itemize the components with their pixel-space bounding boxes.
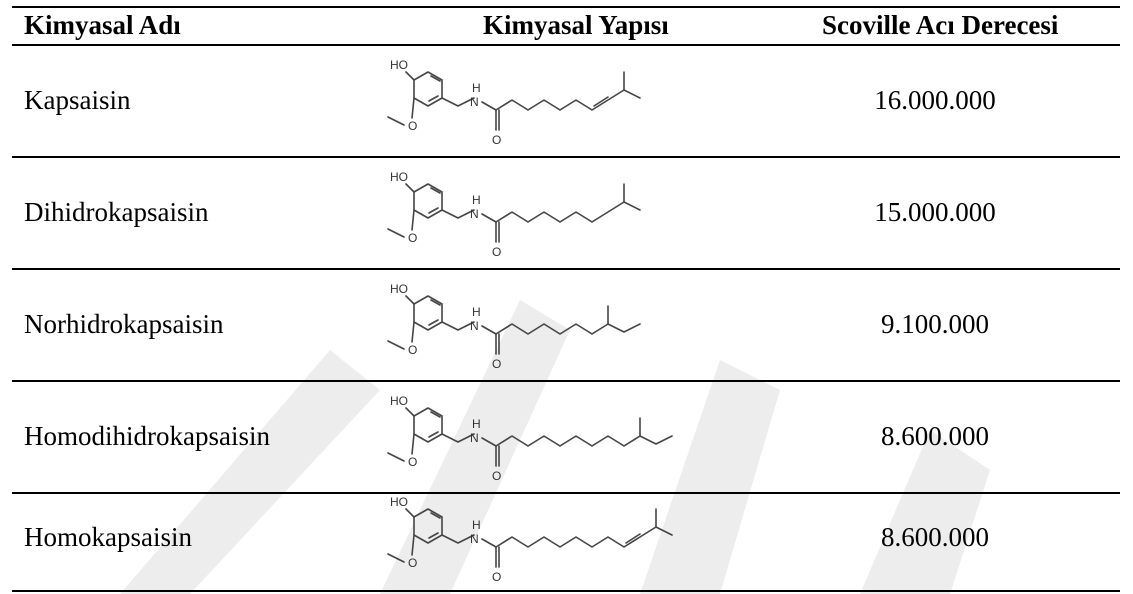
atom-label: O (408, 231, 417, 245)
homodihydrocapsaicin-structure-icon: HO O H N O (378, 386, 758, 486)
atom-label: N (470, 319, 479, 333)
atom-label: O (408, 119, 417, 133)
table-row: Kapsaisin HO O H N O (0, 45, 1133, 156)
atom-label: N (470, 431, 479, 445)
nordihydrocapsaicin-structure-icon: HO O H N O (378, 274, 758, 374)
atom-label: O (408, 455, 417, 469)
atom-label: HO (390, 394, 408, 408)
chemical-name: Norhidrokapsaisin (24, 309, 224, 339)
row-divider (12, 492, 1120, 494)
row-divider (12, 268, 1120, 270)
atom-label: HO (390, 495, 408, 509)
atom-label: O (492, 133, 501, 147)
atom-label: H (472, 518, 481, 532)
scoville-value: 8.600.000 (881, 522, 989, 552)
chemical-name: Homodihidrokapsaisin (24, 421, 270, 451)
dihydrocapsaicin-structure-icon: HO O H N O (378, 162, 758, 262)
atom-label: O (492, 570, 501, 584)
atom-label: O (408, 556, 417, 570)
atom-label: O (408, 343, 417, 357)
chemical-name: Homokapsaisin (24, 522, 192, 552)
atom-label: HO (390, 170, 408, 184)
scoville-value: 15.000.000 (874, 197, 996, 227)
chemical-name: Kapsaisin (24, 85, 131, 115)
capsaicin-structure-icon: HO O H N O (378, 50, 758, 150)
header-scoville-rating: Scoville Acı Derecesi (822, 10, 1059, 40)
header-bottom-rule (12, 44, 1120, 46)
atom-label: H (472, 193, 481, 207)
atom-label: N (470, 207, 479, 221)
header-chemical-name: Kimyasal Adı (24, 10, 181, 40)
row-divider (12, 380, 1120, 382)
header-chemical-structure: Kimyasal Yapısı (483, 10, 669, 40)
table-row: Homodihidrokapsaisin HO O H N O (0, 381, 1133, 492)
table-row: Dihidrokapsaisin HO O H N O (0, 157, 1133, 268)
table-top-rule (12, 6, 1120, 8)
atom-label: N (470, 532, 479, 546)
chemical-name: Dihidrokapsaisin (24, 197, 209, 227)
table-row: Norhidrokapsaisin HO O H N O (0, 269, 1133, 380)
table-bottom-rule (12, 590, 1120, 592)
atom-label: H (472, 305, 481, 319)
atom-label: O (492, 357, 501, 371)
atom-label: HO (390, 282, 408, 296)
atom-label: H (472, 81, 481, 95)
homocapsaicin-structure-icon: HO O H N O (378, 487, 758, 587)
atom-label: O (492, 245, 501, 259)
scoville-value: 9.100.000 (881, 309, 989, 339)
atom-label: N (470, 95, 479, 109)
atom-label: H (472, 417, 481, 431)
scoville-value: 8.600.000 (881, 421, 989, 451)
table-row: Homokapsaisin HO O H N O (0, 482, 1133, 593)
atom-label: O (492, 469, 501, 483)
atom-label: HO (390, 58, 408, 72)
scoville-value: 16.000.000 (874, 85, 996, 115)
row-divider (12, 156, 1120, 158)
